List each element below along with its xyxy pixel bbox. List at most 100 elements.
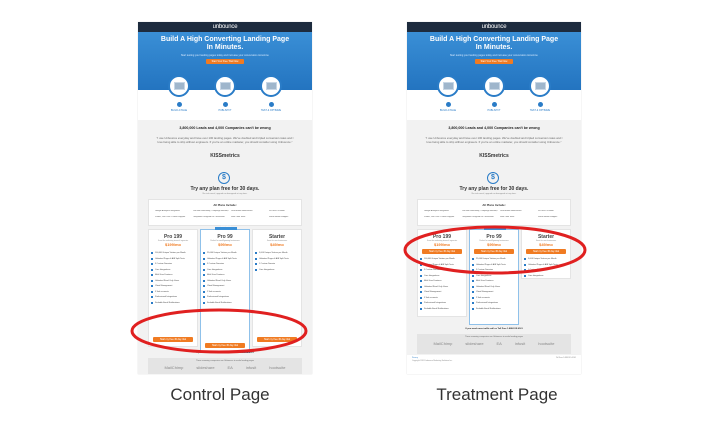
all-plans-feature: Templates Designed for Conversion xyxy=(462,216,494,218)
customer-logo: EA xyxy=(496,341,502,346)
plan-name: Pro 199 xyxy=(163,234,183,240)
try-subtitle: No risk cancel, upgrade or downgrade at … xyxy=(471,193,517,195)
copyright: Copyright 2013 Unbounce Marketing Soluti… xyxy=(412,360,453,362)
plan-feature: Professional Integrations xyxy=(151,296,197,298)
plan-feature: 2 Sub accounts xyxy=(203,290,249,293)
logo: unbounce xyxy=(407,22,581,32)
all-plans-feature: Google Analytics Integration xyxy=(155,210,180,212)
all-plans-box: All Plans Include:Google Analytics Integ… xyxy=(148,199,302,226)
all-plans-feature: WYSIWYG Editor xyxy=(269,210,285,212)
start-trial-button[interactable]: Start my free 30 day trial xyxy=(474,249,514,254)
best-value-badge: BEST VALUE xyxy=(484,227,506,230)
plan-feature: 1 Custom Domain xyxy=(524,269,570,271)
start-trial-button[interactable]: Start my free 30 day trial xyxy=(526,249,566,254)
all-plans-feature: Phone, Live Chat + Email Support xyxy=(424,216,455,218)
plan-feature: Scalable Email Notifications xyxy=(151,301,197,304)
step-label: BUILD A PAGE xyxy=(439,109,457,112)
plan-feature: Client Management xyxy=(472,291,518,293)
step-label: PUBLISH IT xyxy=(487,109,501,112)
plan-feature: 5 Sub accounts xyxy=(151,290,197,293)
step-illustration-icon xyxy=(529,75,551,97)
plan-feature: Client Management xyxy=(420,291,466,293)
step-illustration-icon xyxy=(437,75,459,97)
customer-logo: EA xyxy=(227,365,233,370)
leads-headline: 3,800,000 Leads and 4,000 Companies can'… xyxy=(448,126,540,130)
all-plans-feature: Lead Email Notifications xyxy=(500,210,522,212)
plan-feature: 5 Sub accounts xyxy=(420,296,466,299)
plan-feature: 5 Custom Domains xyxy=(203,263,249,265)
step-number-icon xyxy=(268,102,274,107)
plan-feature: Unlimited Pages & A/B Split Tests xyxy=(255,257,301,260)
step-number-icon xyxy=(537,102,543,107)
hero-title: Build A High Converting Landing Page In … xyxy=(160,36,290,51)
step-number-icon xyxy=(222,102,228,107)
plan-feature: 100,000 Unique Visitors per Month xyxy=(151,252,197,254)
plan-feature: Multi User Features xyxy=(420,280,466,282)
customer-logo: slideshare xyxy=(196,365,215,370)
customer-logo: hootsuite xyxy=(538,341,555,346)
step-number-icon xyxy=(176,102,182,107)
step-label: TEST & OPTIMIZE xyxy=(529,109,551,112)
plan-price: $99/mo xyxy=(218,242,232,247)
toll-free-text: If you need more traffic call us Toll Fr… xyxy=(465,328,523,330)
customer-logos-box: These amazing companies use Unbounce to … xyxy=(148,358,302,374)
all-plans-feature: Phone, Live Chat + Email Support xyxy=(155,216,186,218)
hero-cta-button[interactable]: Start Your Free Trial Now xyxy=(475,59,513,64)
start-trial-button[interactable]: Start my free 30 day trial xyxy=(153,337,193,342)
customer-logos-box: These amazing companies use Unbounce to … xyxy=(417,334,571,354)
plan-feature: Professional Integrations xyxy=(203,296,249,298)
plan-feature: Unlimited Pages & A/B Split Tests xyxy=(524,263,570,266)
plan-feature: 5 Custom Domains xyxy=(420,269,466,271)
try-subtitle: No risk cancel, upgrade or downgrade at … xyxy=(202,193,248,195)
start-trial-button[interactable]: Start my free 30 day trial xyxy=(422,249,462,254)
customer-logo: MailChimp xyxy=(164,365,184,370)
plan-name: Starter xyxy=(268,234,286,240)
plan-feature: Client Management xyxy=(203,285,249,287)
plan-feature: Unlimited Read Only Users xyxy=(472,285,518,288)
plan-feature: 1 Custom Domain xyxy=(255,263,301,265)
step-number-icon xyxy=(445,102,451,107)
plan-feature: Unlimited Pages & A/B Split Tests xyxy=(420,263,466,266)
customer-logo: MailChimp xyxy=(433,341,453,346)
plan-feature: Core Integrations xyxy=(472,274,518,277)
step-illustration-icon xyxy=(483,75,505,97)
start-trial-button[interactable]: Start my free 30 day trial xyxy=(257,337,297,342)
hero-subtitle: Start testing your landing pages today a… xyxy=(180,54,270,57)
step-illustration-icon xyxy=(214,75,236,97)
plan-description: Perfect for small/growing businesses xyxy=(210,240,240,242)
leads-headline: 3,800,000 Leads and 4,000 Companies can'… xyxy=(179,126,271,130)
step-label: PUBLISH IT xyxy=(218,109,232,112)
customer-logos-title: These amazing companies use Unbounce to … xyxy=(195,360,255,362)
page-mockup-icon xyxy=(489,82,500,90)
all-plans-feature: WYSIWYG Editor xyxy=(538,210,554,212)
plan-feature: 25,000 Unique Visitors per Month xyxy=(472,258,518,260)
plan-feature: Scalable Email Notifications xyxy=(203,301,249,304)
step-illustration-icon xyxy=(168,75,190,97)
plan-feature: Unlimited Read Only Users xyxy=(203,279,249,282)
control-page-label: Control Page xyxy=(170,385,270,404)
plan-feature: Core Integrations xyxy=(524,274,570,277)
all-plans-feature: Real-Time Stats xyxy=(500,216,515,218)
plan-feature: 2 Sub accounts xyxy=(472,296,518,299)
testimonial-quote: "I use Unbounce everyday and have over 1… xyxy=(425,136,563,144)
plan-price: $49/mo xyxy=(539,242,553,247)
treatment-page-label: Treatment Page xyxy=(436,385,558,404)
plan-feature: 5,000 Unique Visitors per Month xyxy=(524,258,570,260)
testimonial-logo: KISSmetrics xyxy=(210,153,240,159)
all-plans-feature: Templates Designed for Conversion xyxy=(193,216,225,218)
footer-privacy-link[interactable]: Privacy xyxy=(412,357,418,359)
step-label: BUILD A PAGE xyxy=(170,109,188,112)
plan-description: Great for marketing teams & agencies xyxy=(157,240,189,242)
dollar-icon: $ xyxy=(218,172,230,184)
page-mockup-icon xyxy=(174,82,185,90)
hero-cta-button[interactable]: Start Your Free Trial Now xyxy=(206,59,244,64)
footer-phone: Toll Free 1-888-515-9161 xyxy=(555,357,576,359)
start-trial-button[interactable]: Start my free 30 day trial xyxy=(205,343,245,348)
testimonial-quote: "I use Unbounce everyday and have over 1… xyxy=(156,136,294,144)
